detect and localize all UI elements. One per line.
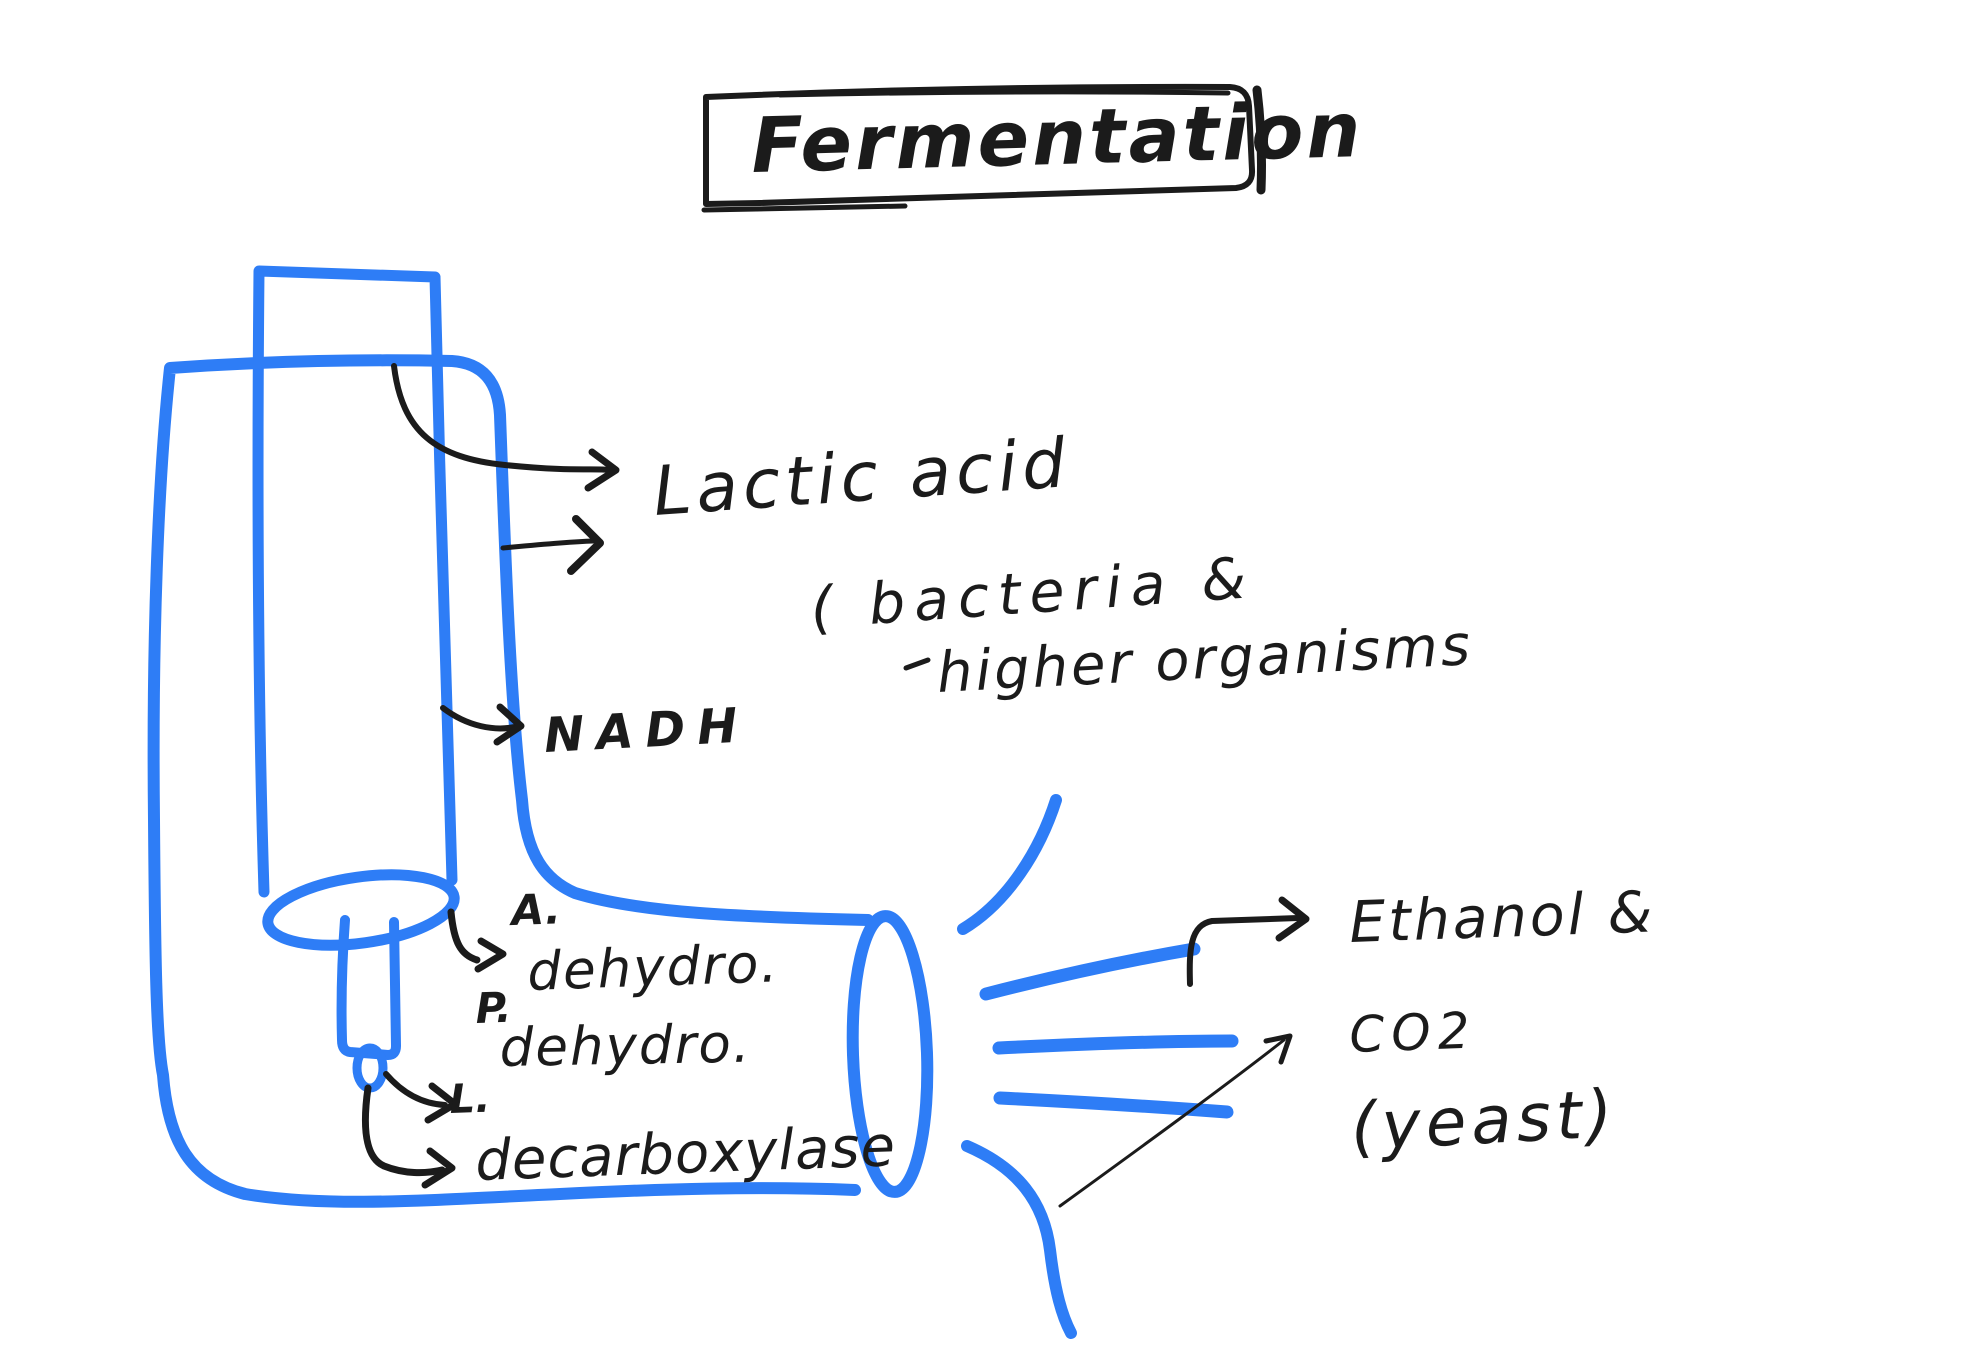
nadh-arrow-head (493, 703, 525, 746)
mouthpiece-ellipse (846, 910, 934, 1198)
lactic-arrow-1 (391, 363, 613, 473)
canister-bottom-ellipse (262, 869, 460, 951)
l-decarboxylase-arrow-head (421, 1147, 456, 1189)
label-l-prefix: L. (449, 1076, 491, 1123)
label-co2: CO2 (1348, 1002, 1477, 1064)
label-p-dehydro: dehydro. (499, 1014, 752, 1079)
label-lactic-acid: Lactic acid (651, 424, 1073, 532)
lactic-arrow-2-head (567, 515, 604, 575)
ethanol-arrow (1186, 915, 1301, 987)
co2-arrow (1058, 1038, 1286, 1208)
label-p-prefix: P. (475, 983, 513, 1033)
ethanol-arrow-head (1275, 896, 1310, 942)
label-a-prefix: A. (508, 884, 562, 935)
higher-tick (903, 657, 931, 671)
spray-line-1 (979, 942, 1201, 1001)
title-box-double-bottom (701, 203, 908, 213)
title-box (701, 83, 1266, 213)
label-nadh: NADH (543, 697, 751, 764)
p-dehydro-arrow (383, 1071, 448, 1108)
label-decarboxylase: decarboxylase (474, 1114, 897, 1194)
spray-line-2 (992, 1034, 1239, 1055)
annotation-arrows (361, 363, 1310, 1208)
lactic-arrow-1-head (584, 448, 620, 492)
co2-arrow-head (1263, 1033, 1293, 1065)
spray-line-3 (993, 1091, 1234, 1119)
spray-curve-top (957, 794, 1062, 935)
spray-curve-bottom (961, 1140, 1077, 1339)
title-box-double-right (1252, 85, 1266, 195)
nozzle (336, 915, 401, 1060)
label-a-dehydro: dehydro. (526, 933, 780, 1003)
spray-lines (957, 794, 1239, 1339)
title-box-double-top (777, 89, 1231, 98)
nadh-arrow (440, 705, 518, 732)
l-decarboxylase-arrow (361, 1084, 446, 1177)
label-yeast: (yeast) (1349, 1075, 1620, 1166)
a-dehydro-arrow (447, 908, 481, 964)
inhaler-body-outline (147, 354, 874, 1208)
diagram-title: Fermentation (750, 85, 1364, 190)
a-dehydro-arrow-head (474, 937, 507, 973)
label-ethanol: Ethanol & (1348, 879, 1656, 956)
p-dehydro-arrow-head (424, 1082, 459, 1124)
lactic-arrow-2 (500, 538, 596, 551)
